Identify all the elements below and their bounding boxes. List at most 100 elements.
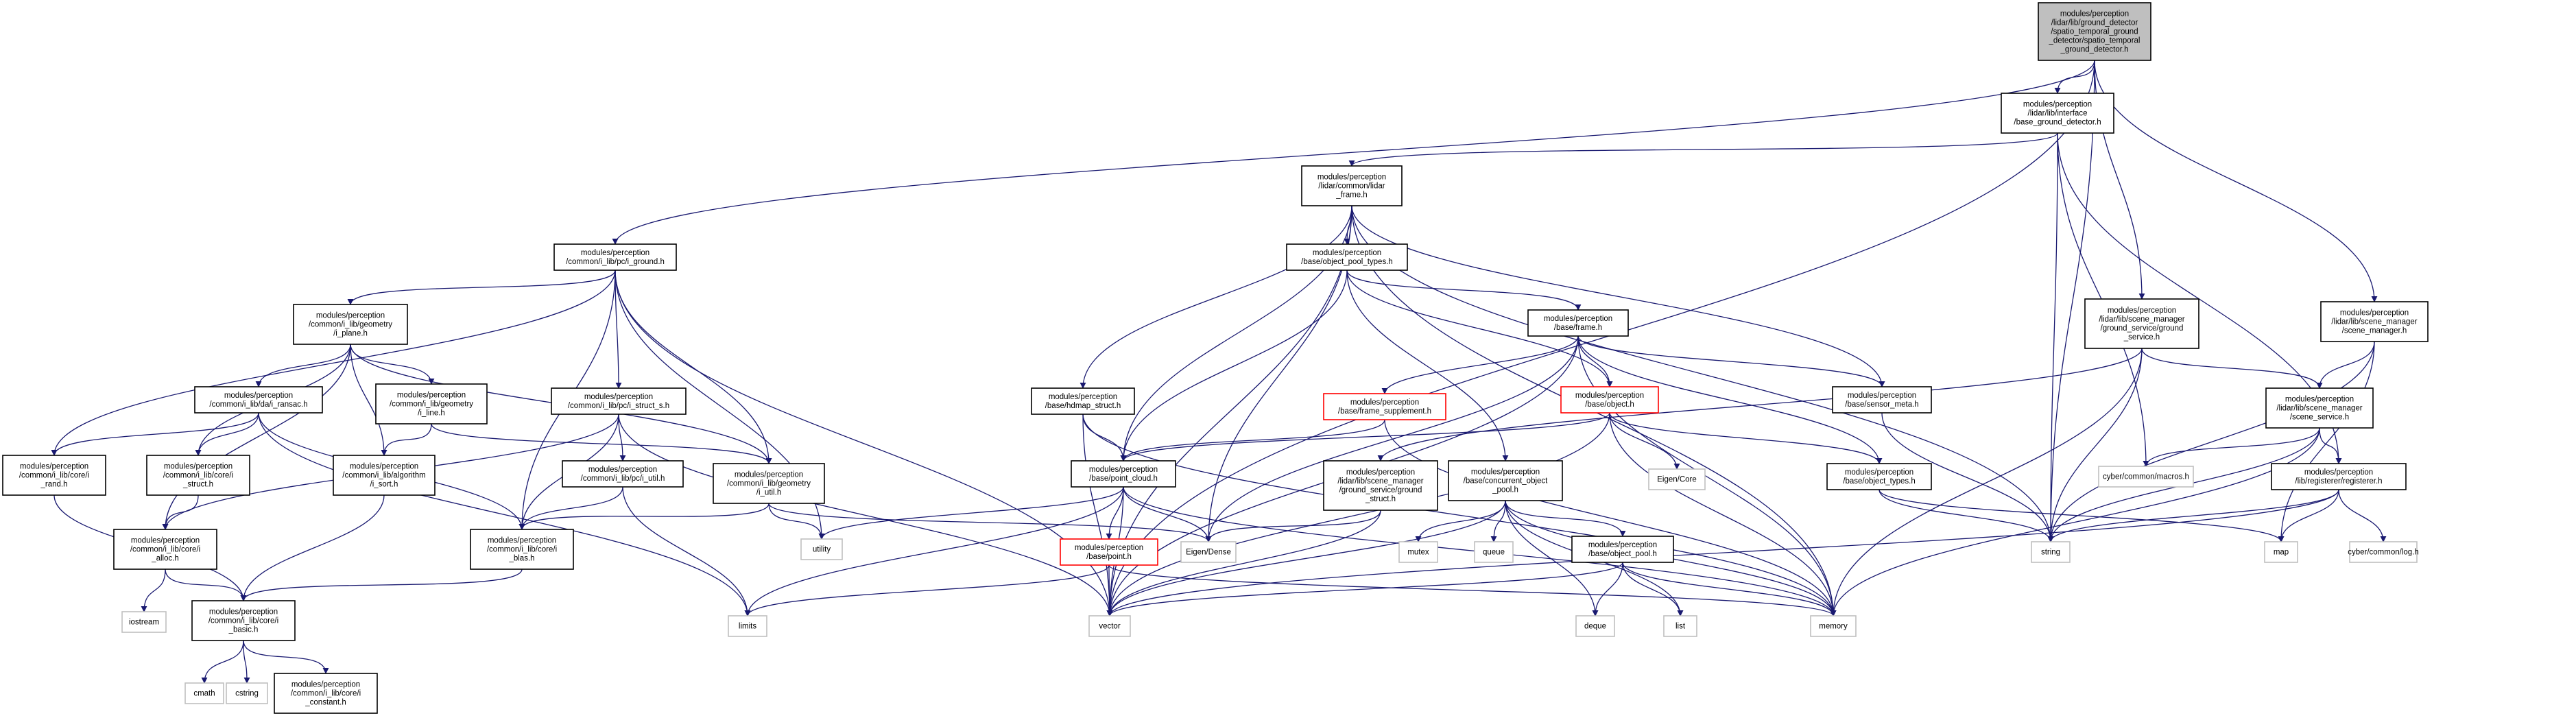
node-base-frame[interactable]: modules/perception/base/frame.h [1527, 309, 1629, 337]
edge-i_plane-to-i_ransac [255, 344, 351, 387]
node-i-line[interactable]: modules/perception/common/i_lib/geometry… [375, 383, 488, 424]
node-base-ground-detector[interactable]: modules/perception/lidar/lib/interface/b… [2001, 93, 2114, 134]
node-scene-manager[interactable]: modules/perception/lidar/lib/scene_manag… [2320, 301, 2429, 342]
node-box [1448, 460, 1563, 501]
node-label-line: modules/perception [397, 392, 466, 400]
node-box [121, 611, 167, 633]
edge-ground_service-to-string [2047, 348, 2143, 542]
edge-scene_manager-to-scene_service [2316, 341, 2375, 389]
edge-i_util_pc-to-i_blas [518, 486, 623, 530]
node-base-object[interactable]: modules/perception/base/object.h [1560, 386, 1659, 414]
node-box [2320, 301, 2429, 342]
node-root: modules/perception/lidar/lib/ground_dete… [2038, 2, 2151, 61]
node-label-line: modules/perception [2023, 101, 2092, 109]
edge-point_cloud-to-utility [818, 486, 1124, 540]
node-i-constant[interactable]: modules/perception/common/i_lib/core/i_c… [274, 673, 378, 714]
node-label-line: memory [1819, 623, 1848, 631]
node-registerer[interactable]: modules/perception/lib/registerer/regist… [2271, 463, 2407, 490]
node-label-line: Eigen/Core [1657, 476, 1697, 484]
node-box [553, 243, 677, 271]
edge-i_ground-to-i_struct_s [615, 270, 622, 389]
node-ground-service[interactable]: modules/perception/lidar/lib/scene_manag… [2084, 298, 2199, 349]
node-box [1031, 387, 1135, 415]
node-i-blas[interactable]: modules/perception/common/i_lib/core/i_b… [470, 529, 574, 570]
node-box [728, 615, 767, 637]
node-label-line: modules/perception [1544, 315, 1612, 323]
node-box [1286, 243, 1408, 271]
node-label-line: modules/perception [2060, 10, 2129, 19]
node-box [2098, 466, 2194, 488]
node-point-cloud[interactable]: modules/perception/base/point_cloud.h [1071, 460, 1176, 488]
node-eigen-core: Eigen/Core [1648, 468, 1706, 490]
node-i-basic[interactable]: modules/perception/common/i_lib/core/i_b… [191, 600, 296, 641]
node-label-line: modules/perception [2304, 468, 2373, 477]
node-i-sort[interactable]: modules/perception/common/i_lib/algorith… [333, 455, 436, 496]
node-label-line: modules/perception [131, 537, 200, 545]
node-box [1571, 536, 1674, 563]
edge-registerer-to-string [2047, 489, 2339, 542]
node-hdmap-struct[interactable]: modules/perception/base/hdmap_struct.h [1031, 387, 1135, 415]
node-layer: modules/perception/lidar/lib/ground_dete… [2, 2, 2429, 714]
node-scene-service[interactable]: modules/perception/lidar/lib/scene_manag… [2265, 387, 2374, 429]
node-label-line: /common/i_lib/da/i_ransac.h [209, 400, 307, 409]
node-label-line: _ground_detector.h [2060, 46, 2128, 54]
node-label-line: /lidar/lib/interface [2028, 110, 2088, 118]
node-frame-supplement[interactable]: modules/perception/base/frame_supplement… [1323, 393, 1446, 420]
node-box [1474, 541, 1514, 563]
node-label-line: _detector/spatio_temporal [2049, 37, 2140, 45]
node-label-line: modules/perception [2108, 307, 2176, 315]
edge-object_pool-to-memory [1622, 562, 1837, 617]
node-label-line: /i_sort.h [370, 481, 398, 489]
node-label-line: string [2041, 549, 2060, 557]
node-label-line: modules/perception [581, 249, 649, 257]
node-i-ground[interactable]: modules/perception/common/i_lib/pc/i_gro… [553, 243, 677, 271]
node-i-util-pc[interactable]: modules/perception/common/i_lib/pc/i_uti… [562, 460, 684, 488]
edge-i_plane-to-i_alloc [162, 344, 351, 530]
node-label-line: modules/perception [1313, 249, 1381, 257]
node-i-struct[interactable]: modules/perception/common/i_lib/core/i_s… [146, 455, 250, 496]
edge-lidar_frame-to-hdmap_struct [1080, 205, 1352, 389]
node-label-line: /lidar/lib/scene_manager [2099, 315, 2184, 324]
node-object-pool[interactable]: modules/perception/base/object_pool.h [1571, 536, 1674, 563]
edge-base_frame-to-base_object [1577, 335, 1613, 387]
node-object-types[interactable]: modules/perception/base/object_types.h [1826, 463, 1932, 490]
edge-i_plane-to-i_sort [350, 344, 387, 456]
node-label-line: /lidar/lib/scene_manager [2331, 318, 2417, 326]
node-label-line: /common/i_lib/core/i [19, 472, 89, 480]
node-sensor-meta[interactable]: modules/perception/base/sensor_meta.h [1832, 386, 1932, 414]
node-base-point[interactable]: modules/perception/base/point.h [1060, 538, 1158, 566]
node-label-line: /common/i_lib/geometry [309, 321, 392, 329]
node-i-plane[interactable]: modules/perception/common/i_lib/geometry… [293, 304, 408, 345]
edge-i_ransac-to-limits [258, 412, 751, 617]
node-label-line: _basic.h [228, 626, 259, 634]
edge-registerer-to-map [2278, 489, 2339, 542]
node-label-line: _struct.h [1365, 495, 1396, 503]
node-box [1810, 615, 1857, 637]
edge-i_alloc-to-iostream [141, 569, 166, 612]
edge-i_plane-to-i_line [350, 344, 435, 385]
node-i-util-geom[interactable]: modules/perception/common/i_lib/geometry… [713, 463, 825, 504]
node-ground-struct[interactable]: modules/perception/lidar/lib/scene_manag… [1323, 460, 1438, 511]
node-i-ransac[interactable]: modules/perception/common/i_lib/da/i_ran… [194, 386, 323, 414]
node-i-struct-s[interactable]: modules/perception/common/i_lib/pc/i_str… [551, 387, 687, 415]
node-i-alloc[interactable]: modules/perception/common/i_lib/core/i_a… [113, 529, 217, 570]
edge-base_frame-to-frame_supplement [1381, 335, 1579, 394]
node-i-rand[interactable]: modules/perception/common/i_lib/core/i_r… [2, 455, 106, 496]
node-concurrent-object-pool[interactable]: modules/perception/base/concurrent_objec… [1448, 460, 1563, 501]
node-cstring: cstring [226, 682, 268, 704]
node-box [226, 682, 268, 704]
node-mutex: mutex [1398, 541, 1438, 563]
node-label-line: _pool.h [1492, 486, 1518, 494]
node-lidar-frame[interactable]: modules/perception/lidar/common/lidar_fr… [1301, 165, 1403, 206]
node-object-pool-types[interactable]: modules/perception/base/object_pool_type… [1286, 243, 1408, 271]
node-label-line: cmath [193, 690, 215, 698]
node-label-line: /common/i_lib/core/i [130, 546, 200, 554]
edge-i_ransac-to-i_rand [51, 412, 259, 456]
node-label-line: mutex [1407, 549, 1429, 557]
node-box [146, 455, 250, 496]
edge-lidar_frame-to-sensor_meta [1351, 205, 1885, 387]
node-label-line: modules/perception [2340, 309, 2409, 318]
edge-hdmap_struct-to-memory [1082, 414, 1837, 617]
edge-scene_manager-to-string [2047, 341, 2375, 542]
node-label-line: /i_line.h [418, 409, 445, 418]
